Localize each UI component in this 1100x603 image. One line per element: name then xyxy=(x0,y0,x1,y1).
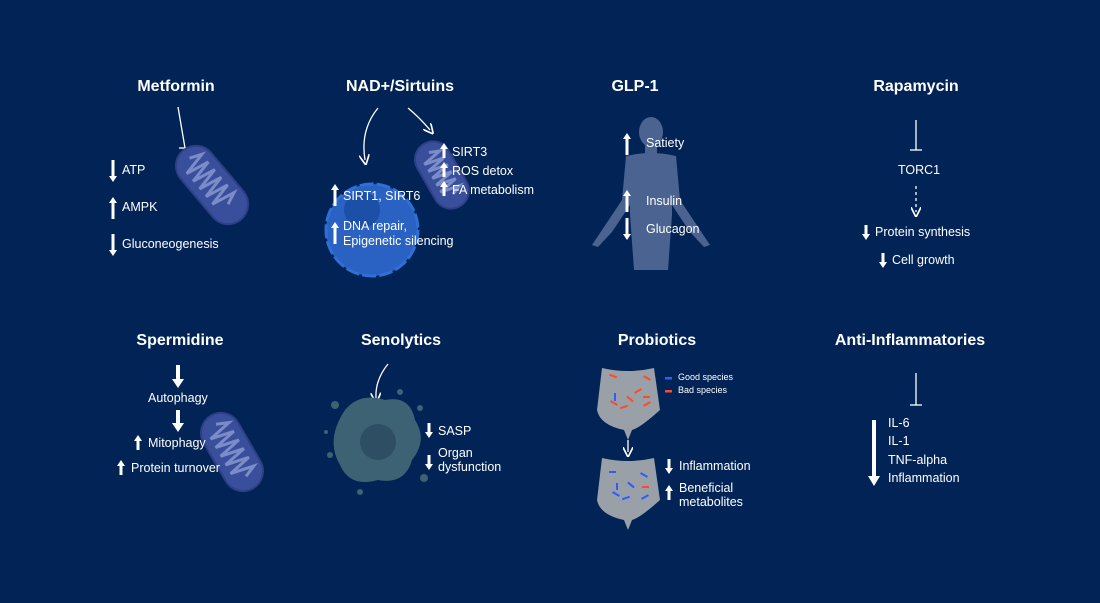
effect-label: IL-1 xyxy=(888,434,910,448)
up-arrow-icon xyxy=(440,181,448,196)
effect-label: TNF-alpha xyxy=(888,453,948,467)
mitochondrion-icon xyxy=(200,411,264,493)
curved-arrow xyxy=(376,363,389,398)
inhibition-line xyxy=(177,106,191,149)
down-arrow-icon xyxy=(623,218,631,240)
long-down-arrow xyxy=(868,420,880,486)
effect-label: Protein turnover xyxy=(131,461,220,475)
up-arrow-icon xyxy=(109,197,117,219)
effect-label: FA metabolism xyxy=(452,183,534,197)
effect-label: Insulin xyxy=(646,194,683,208)
up-arrow-icon xyxy=(331,184,339,206)
up-arrow-icon xyxy=(134,435,142,450)
effect-label: AMPK xyxy=(122,200,158,214)
effect-label: Inflammation xyxy=(888,471,960,485)
effect-label: SIRT3 xyxy=(452,145,488,159)
effect-label: Protein synthesis xyxy=(875,225,971,239)
down-arrow-icon xyxy=(862,225,870,240)
effect-label: Inflammation xyxy=(679,459,751,473)
effect-label: ATP xyxy=(122,163,146,177)
effect-label: Satiety xyxy=(646,136,685,150)
effect-label: Organ xyxy=(438,446,473,460)
down-arrow xyxy=(172,410,184,432)
effect-label: Cell growth xyxy=(892,253,955,267)
gut-icon xyxy=(597,458,660,530)
effect-label: IL-6 xyxy=(888,416,910,430)
nad-sirtuins-title: NAD+/Sirtuins xyxy=(345,78,455,95)
up-arrow-icon xyxy=(623,190,631,212)
curved-arrow xyxy=(364,107,379,160)
up-arrow-icon xyxy=(623,133,631,155)
effect-label: Epigenetic silencing xyxy=(343,234,454,248)
spermidine-title: Spermidine xyxy=(136,332,224,349)
down-arrow xyxy=(172,365,184,388)
senescent-cell-icon xyxy=(324,389,428,495)
legend-swatch-bad xyxy=(665,390,672,393)
inhibition-line xyxy=(910,373,922,406)
legend-swatch-good xyxy=(665,377,672,380)
nucleus-icon xyxy=(324,182,420,278)
up-arrow-icon xyxy=(665,485,673,500)
rapamycin-title: Rapamycin xyxy=(873,78,959,95)
up-arrow-icon xyxy=(331,222,339,244)
probiotics-title: Probiotics xyxy=(617,332,697,349)
down-arrow-icon xyxy=(109,160,117,182)
effect-label: SIRT1, SIRT6 xyxy=(343,189,421,203)
human-body-icon xyxy=(592,117,710,270)
down-arrow-icon xyxy=(879,253,887,268)
down-arrow-icon xyxy=(425,423,433,438)
glp1-title: GLP-1 xyxy=(611,78,659,95)
down-arrow-icon xyxy=(665,459,673,474)
mitochondrion-icon xyxy=(174,144,250,226)
down-arrow-icon xyxy=(425,455,433,470)
gut-icon xyxy=(597,368,660,440)
curved-arrow xyxy=(407,107,430,130)
effect-label: dysfunction xyxy=(438,460,502,474)
torc1-label: TORC1 xyxy=(898,163,941,177)
anti-inflammatories-title: Anti-Inflammatories xyxy=(834,332,986,349)
effect-label: Gluconeogenesis xyxy=(122,237,219,251)
effect-label: Mitophagy xyxy=(148,436,206,450)
metformin-title: Metformin xyxy=(137,78,215,95)
mitochondrion-icon xyxy=(414,140,470,210)
effect-label: Beneficial xyxy=(679,481,734,495)
effect-label: DNA repair, xyxy=(343,219,407,233)
up-arrow-icon xyxy=(117,460,125,475)
up-arrow-icon xyxy=(440,162,448,177)
senolytics-title: Senolytics xyxy=(360,332,442,349)
effect-label: metabolites xyxy=(679,495,743,509)
legend-good: Good species xyxy=(678,372,734,382)
down-arrow-icon xyxy=(109,234,117,256)
effect-label: ROS detox xyxy=(452,164,514,178)
effect-label: SASP xyxy=(438,424,472,438)
effect-label: Glucagon xyxy=(646,222,700,236)
autophagy-label: Autophagy xyxy=(148,391,208,405)
inhibition-line xyxy=(910,120,922,151)
up-arrow-icon xyxy=(440,143,448,158)
legend-bad: Bad species xyxy=(678,385,728,395)
